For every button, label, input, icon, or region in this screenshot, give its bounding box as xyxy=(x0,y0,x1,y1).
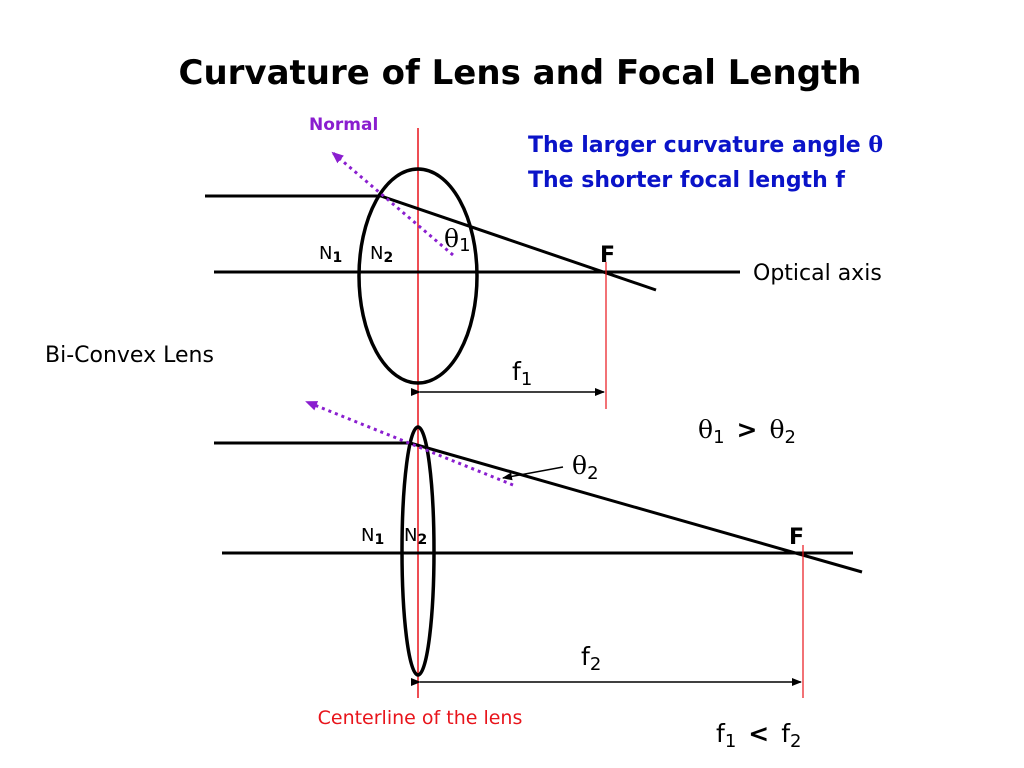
centerline-label: Centerline of the lens xyxy=(318,707,523,729)
n2-label-bottom: N2 xyxy=(404,525,427,548)
focus-label-bottom: F xyxy=(789,525,804,550)
optical-axis-label: Optical axis xyxy=(753,261,882,286)
n1-label-bottom: N1 xyxy=(361,525,384,548)
f1-label: f1 xyxy=(512,357,532,390)
note-curvature: The larger curvature angle θ xyxy=(528,132,883,158)
f2-label: f2 xyxy=(581,642,601,675)
normal-label: Normal xyxy=(309,115,378,135)
f-comparison: f1<f2 xyxy=(716,719,801,752)
refracted-ray-bottom xyxy=(409,441,863,574)
thick-lens xyxy=(357,167,479,385)
theta2-label: θ2 xyxy=(572,451,599,484)
thin-lens xyxy=(400,425,436,677)
normal-arrow-bottom xyxy=(305,400,514,487)
theta1-label: θ1 xyxy=(444,224,471,256)
focus-label-top: F xyxy=(600,243,615,268)
refracted-ray-top xyxy=(380,194,657,292)
n1-label-top: N1 xyxy=(319,243,342,266)
normal-arrow-top xyxy=(331,151,454,257)
lens-type-label: Bi-Convex Lens xyxy=(45,343,214,368)
page-title: Curvature of Lens and Focal Length xyxy=(179,53,862,93)
note-focal-length: The shorter focal length f xyxy=(528,168,845,193)
n2-label-top: N2 xyxy=(370,243,393,266)
theta2-pointer xyxy=(502,466,564,481)
theta-comparison: θ1>θ2 xyxy=(698,415,796,448)
